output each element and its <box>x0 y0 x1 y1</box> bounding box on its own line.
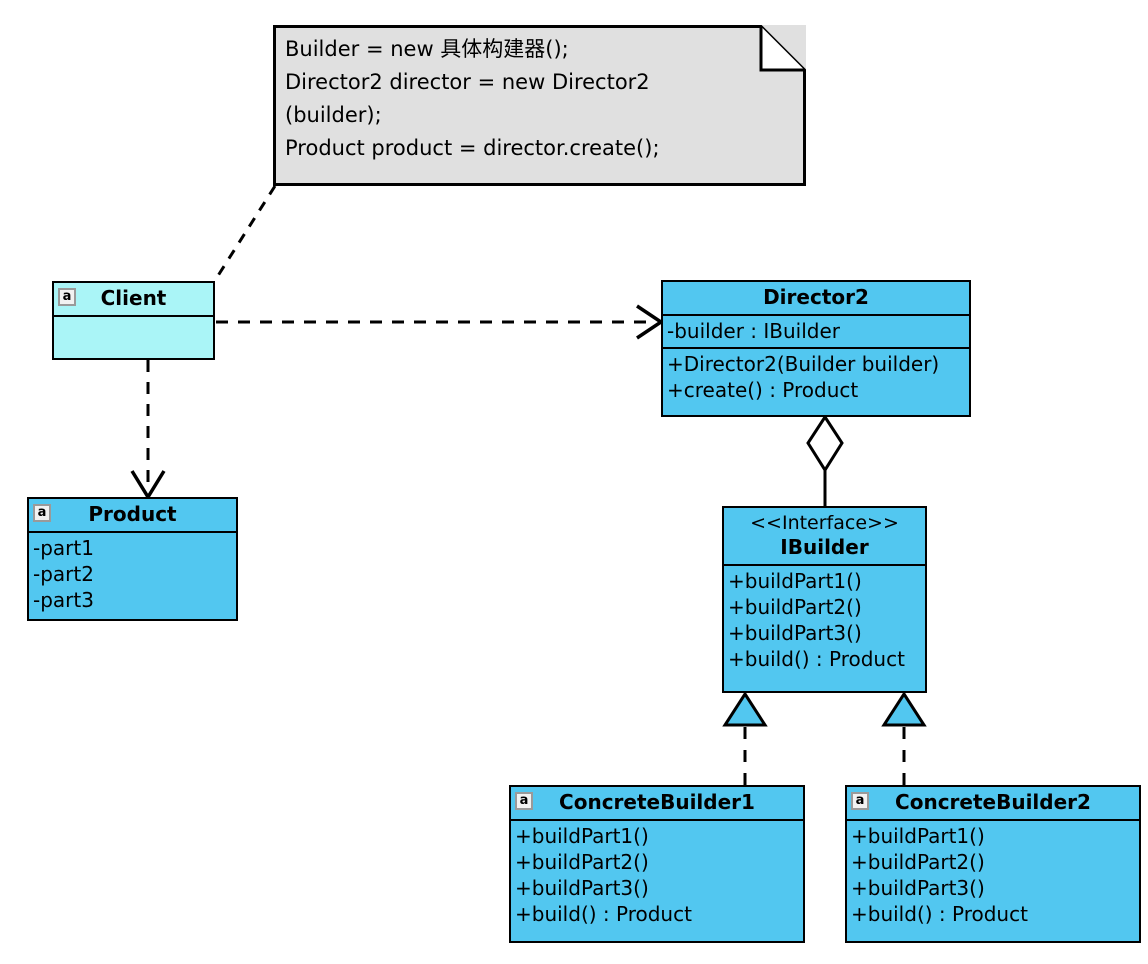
class-name-product: Product <box>88 502 177 526</box>
note-fold-icon <box>759 26 805 72</box>
aggregation-diamond-icon <box>806 414 844 473</box>
operation-row: +buildPart3() <box>851 876 985 900</box>
client-product-dependency-arrowhead <box>130 470 166 501</box>
class-name-client: Client <box>100 286 167 310</box>
class-attributes-client <box>54 317 213 358</box>
operation-row: +build() : Product <box>851 902 1028 926</box>
operation-row: +buildPart3() <box>515 876 649 900</box>
operation-row: +buildPart1() <box>515 824 649 848</box>
class-box-concretebuilder2[interactable]: a ConcreteBuilder2 +buildPart1() +buildP… <box>845 785 1141 943</box>
class-header-ibuilder: <<Interface>> IBuilder <box>724 508 925 566</box>
operation-row: +buildPart2() <box>728 595 862 619</box>
class-attributes-director2: -builder : IBuilder <box>663 316 969 349</box>
note-shape <box>273 25 806 186</box>
class-box-director2[interactable]: Director2 -builder : IBuilder +Director2… <box>661 280 971 417</box>
realization-triangle-icon-2 <box>881 691 927 727</box>
code-note: Builder = new 具体构建器(); Director2 directo… <box>273 25 806 186</box>
attribute-row: -part3 <box>33 588 94 612</box>
operation-row: +buildPart2() <box>851 850 985 874</box>
class-operations-concretebuilder2: +buildPart1() +buildPart2() +buildPart3(… <box>847 821 1139 930</box>
class-header-concretebuilder1: a ConcreteBuilder1 <box>511 787 803 821</box>
attribute-row: -part1 <box>33 536 94 560</box>
operation-row: +build() : Product <box>515 902 692 926</box>
class-box-client[interactable]: a Client <box>52 281 215 360</box>
class-stereotype-a-icon: a <box>515 792 533 810</box>
class-operations-concretebuilder1: +buildPart1() +buildPart2() +buildPart3(… <box>511 821 803 930</box>
realization-triangle-icon-1 <box>722 691 768 727</box>
class-header-client: a Client <box>54 283 213 317</box>
attribute-row: -builder : IBuilder <box>667 319 841 343</box>
client-director2-dependency-arrowhead <box>636 304 665 340</box>
class-stereotype-a-icon: a <box>33 504 51 522</box>
operation-row: +buildPart1() <box>728 569 862 593</box>
class-box-product[interactable]: a Product -part1 -part2 -part3 <box>27 497 238 621</box>
class-stereotype-a-icon: a <box>58 288 76 306</box>
operation-row: +buildPart3() <box>728 621 862 645</box>
class-header-concretebuilder2: a ConcreteBuilder2 <box>847 787 1139 821</box>
operation-row: +build() : Product <box>728 647 905 671</box>
class-stereotype-a-icon: a <box>851 792 869 810</box>
class-name-ibuilder: IBuilder <box>780 535 869 559</box>
class-name-concretebuilder1: ConcreteBuilder1 <box>559 790 755 814</box>
class-operations-director2: +Director2(Builder builder) +create() : … <box>663 349 969 406</box>
operation-row: +create() : Product <box>667 378 859 402</box>
note-anchor-line <box>212 185 277 283</box>
class-header-product: a Product <box>29 499 236 533</box>
interface-stereotype-label: <<Interface>> <box>750 512 899 534</box>
class-attributes-product: -part1 -part2 -part3 <box>29 533 236 616</box>
operation-row: +Director2(Builder builder) <box>667 352 940 376</box>
class-header-director2: Director2 <box>663 282 969 316</box>
attribute-row: -part2 <box>33 562 94 586</box>
operation-row: +buildPart1() <box>851 824 985 848</box>
note-text: Builder = new 具体构建器(); Director2 directo… <box>285 37 660 160</box>
class-name-director2: Director2 <box>763 285 869 309</box>
class-box-concretebuilder1[interactable]: a ConcreteBuilder1 +buildPart1() +buildP… <box>509 785 805 943</box>
operation-row: +buildPart2() <box>515 850 649 874</box>
class-name-concretebuilder2: ConcreteBuilder2 <box>895 790 1091 814</box>
class-operations-ibuilder: +buildPart1() +buildPart2() +buildPart3(… <box>724 566 925 675</box>
class-box-ibuilder[interactable]: <<Interface>> IBuilder +buildPart1() +bu… <box>722 506 927 693</box>
